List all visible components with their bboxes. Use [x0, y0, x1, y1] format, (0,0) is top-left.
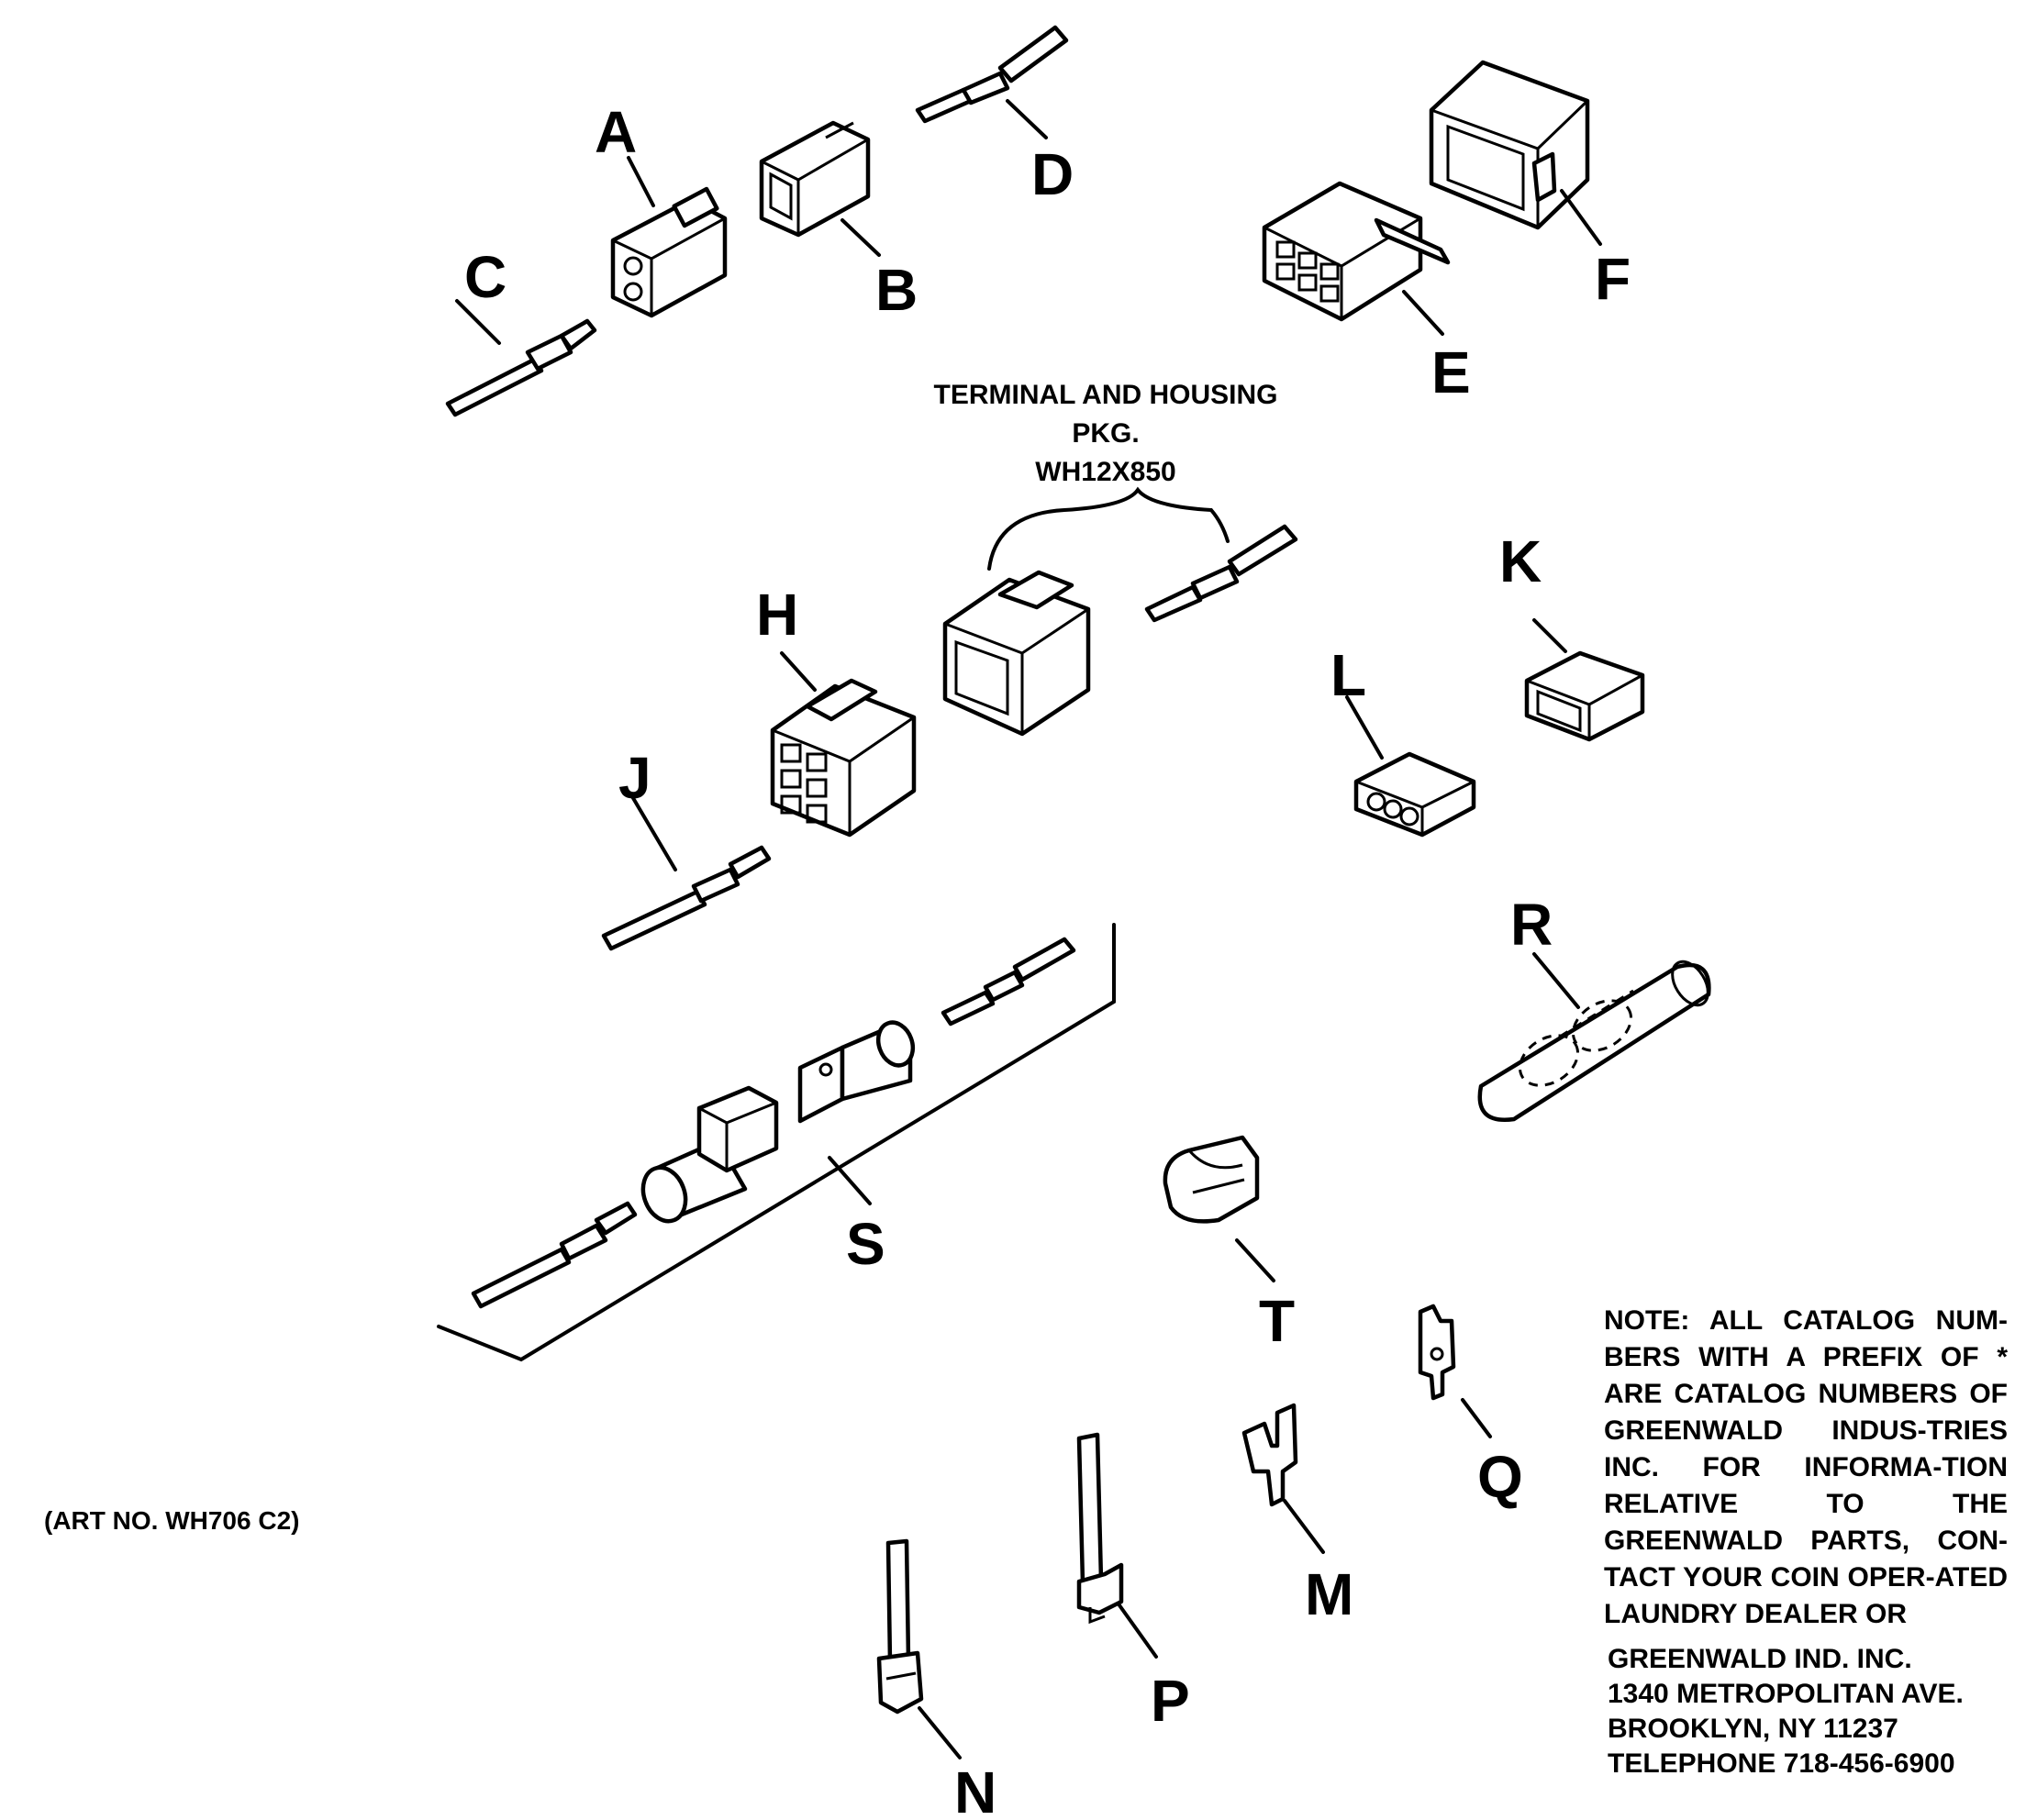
label-e: E [1431, 339, 1471, 405]
part-letters: A B C D E F H J K L R S T Q M P N [464, 99, 1631, 1820]
label-j: J [618, 745, 651, 811]
terminal-c [445, 318, 597, 417]
housing-l [1353, 751, 1476, 838]
address-company: GREENWALD IND. INC. [1608, 1644, 1912, 1674]
label-h: H [756, 582, 798, 648]
terminal-m [1241, 1403, 1298, 1507]
label-m: M [1305, 1561, 1353, 1627]
label-t: T [1259, 1288, 1295, 1354]
address-phone: TELEPHONE 718-456-6900 [1608, 1748, 1955, 1779]
label-s: S [846, 1211, 885, 1277]
label-q: Q [1477, 1444, 1523, 1510]
label-p: P [1151, 1668, 1190, 1734]
label-f: F [1595, 246, 1631, 312]
label-l: L [1330, 642, 1366, 708]
greenwald-address: GREENWALD IND. INC. 1340 METROPOLITAN AV… [1608, 1642, 2011, 1781]
leader-lines [455, 99, 1602, 1759]
label-d: D [1031, 141, 1074, 207]
label-n: N [954, 1759, 996, 1820]
package-caption: TERMINAL AND HOUSING PKG. WH12X850 [890, 376, 1321, 492]
label-b: B [875, 257, 918, 323]
terminal-p [1076, 1432, 1124, 1625]
label-a: A [595, 99, 637, 165]
terminal-q [1418, 1304, 1456, 1401]
housing-f [1429, 60, 1590, 230]
package-housing [942, 570, 1091, 737]
address-street: 1340 METROPOLITAN AVE. [1608, 1679, 1964, 1709]
housing-b [759, 120, 871, 238]
label-k: K [1499, 528, 1542, 594]
package-caption-line1: TERMINAL AND HOUSING [933, 380, 1278, 410]
package-terminal [1144, 524, 1298, 623]
label-c: C [464, 244, 506, 310]
terminal-d [915, 25, 1069, 124]
housing-k [1524, 650, 1645, 742]
housing-h [770, 678, 917, 838]
label-r: R [1510, 892, 1553, 958]
art-number: (ART NO. WH706 C2) [44, 1506, 300, 1535]
terminal-j [601, 845, 772, 951]
greenwald-note: NOTE: ALL CATALOG NUM-BERS WITH A PREFIX… [1604, 1305, 2008, 1629]
package-bracket [987, 486, 1230, 571]
kit-s [437, 923, 1116, 1362]
package-caption-line3: WH12X850 [1035, 457, 1176, 487]
sleeve-r [1477, 960, 1711, 1122]
package-caption-line2: PKG. [1072, 418, 1140, 449]
address-city: BROOKLYN, NY 11237 [1608, 1714, 1898, 1744]
housing-a [610, 186, 728, 318]
terminal-n [876, 1538, 924, 1715]
clip-t [1163, 1135, 1260, 1224]
housing-e [1262, 181, 1451, 322]
